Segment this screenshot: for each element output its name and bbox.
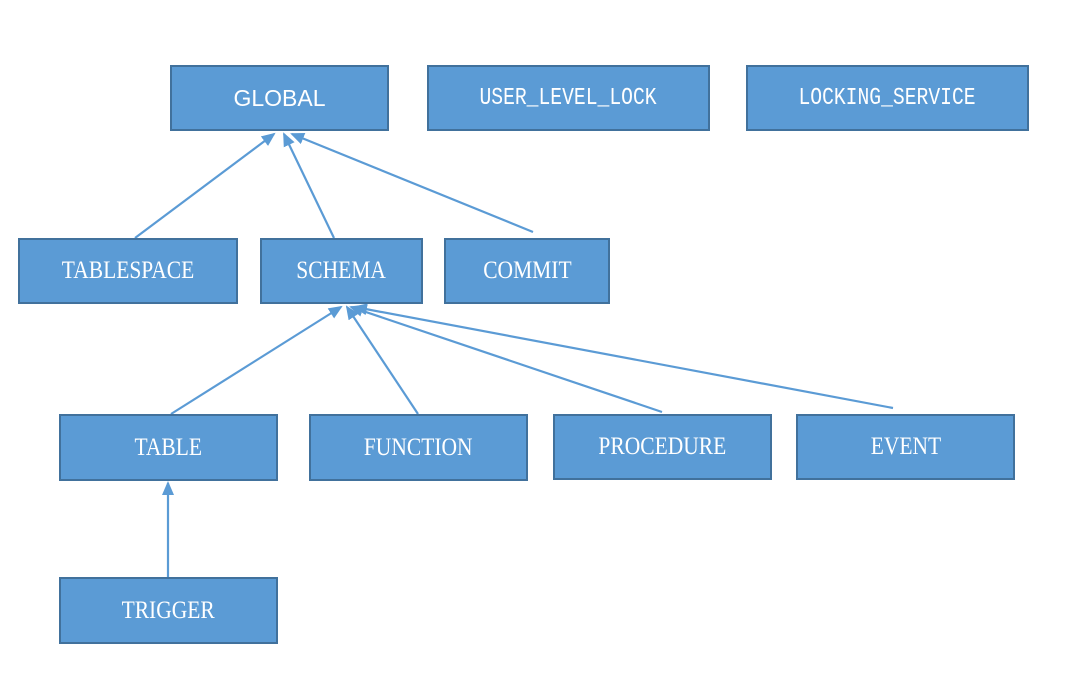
node-commit-label: COMMIT (482, 257, 572, 284)
node-tablespace-label: TABLESPACE (61, 257, 195, 284)
node-procedure-label: PROCEDURE (598, 433, 727, 460)
node-event-label: EVENT (870, 433, 941, 460)
node-event: EVENT (796, 414, 1015, 480)
node-locking-service-label: LOCKING_SERVICE (798, 84, 977, 112)
node-global-label: GLOBAL (233, 84, 326, 111)
node-schema: SCHEMA (260, 238, 423, 304)
node-function: FUNCTION (309, 414, 528, 481)
node-table-label: TABLE (134, 433, 203, 461)
node-function-label: FUNCTION (364, 433, 473, 461)
edge-tablespace-to-global (134, 132, 276, 239)
edge-table-to-schema (170, 305, 343, 415)
node-trigger: TRIGGER (59, 577, 278, 644)
node-locking-service: LOCKING_SERVICE (746, 65, 1029, 131)
edge-event-to-schema (353, 303, 894, 410)
edge-commit-to-global (290, 132, 534, 234)
node-commit: COMMIT (444, 238, 610, 304)
edge-schema-to-global (283, 132, 335, 239)
node-trigger-label: TRIGGER (121, 596, 216, 624)
node-procedure: PROCEDURE (553, 414, 772, 480)
node-table: TABLE (59, 414, 278, 481)
node-global: GLOBAL (170, 65, 389, 131)
node-schema-label: SCHEMA (296, 257, 387, 284)
edge-function-to-schema (345, 305, 419, 415)
node-tablespace: TABLESPACE (18, 238, 238, 304)
edge-procedure-to-schema (349, 305, 663, 414)
node-user-level-lock: USER_LEVEL_LOCK (427, 65, 710, 131)
node-user-level-lock-label: USER_LEVEL_LOCK (479, 84, 658, 112)
